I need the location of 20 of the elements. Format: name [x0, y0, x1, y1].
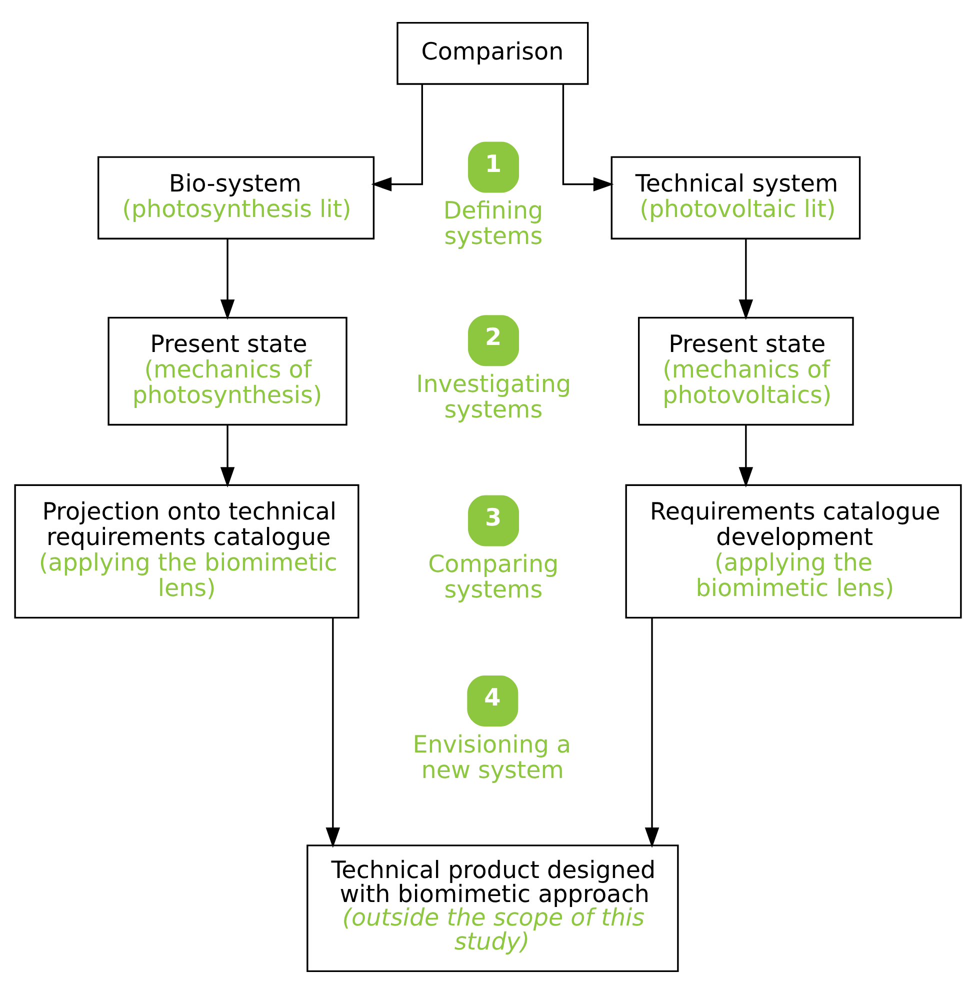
- node-box: Comparison: [396, 22, 589, 85]
- node-box: Technical system (photovoltaic lit): [610, 156, 861, 240]
- arrow: [220, 238, 235, 320]
- arrow: [738, 424, 754, 488]
- arrow: [326, 618, 340, 848]
- node-box: Projection onto technical requirements catalogue (applying the biomimetic lens): [14, 484, 360, 619]
- node-box: Bio-system (photosynthesis lit): [98, 156, 375, 240]
- node-label: Envisioning a new system: [412, 730, 572, 784]
- node-label: Defining systems: [443, 196, 544, 250]
- arrow: [644, 618, 660, 848]
- arrow: [371, 84, 423, 192]
- arrow: [562, 84, 614, 192]
- node-label: Comparing systems: [428, 550, 559, 604]
- node-box: Present state (mechanics of photovoltaics): [638, 316, 854, 426]
- node-box: Requirements catalogue development (applying the biomimetic lens): [625, 484, 962, 619]
- arrow: [738, 238, 754, 320]
- node-label: Investigating systems: [416, 370, 572, 424]
- arrow: [220, 424, 235, 488]
- node-box: Technical product designed with biomimetic approach (outside the scope of this study): [306, 844, 679, 972]
- node-box: Present state (mechanics of photosynthesis): [108, 316, 348, 426]
